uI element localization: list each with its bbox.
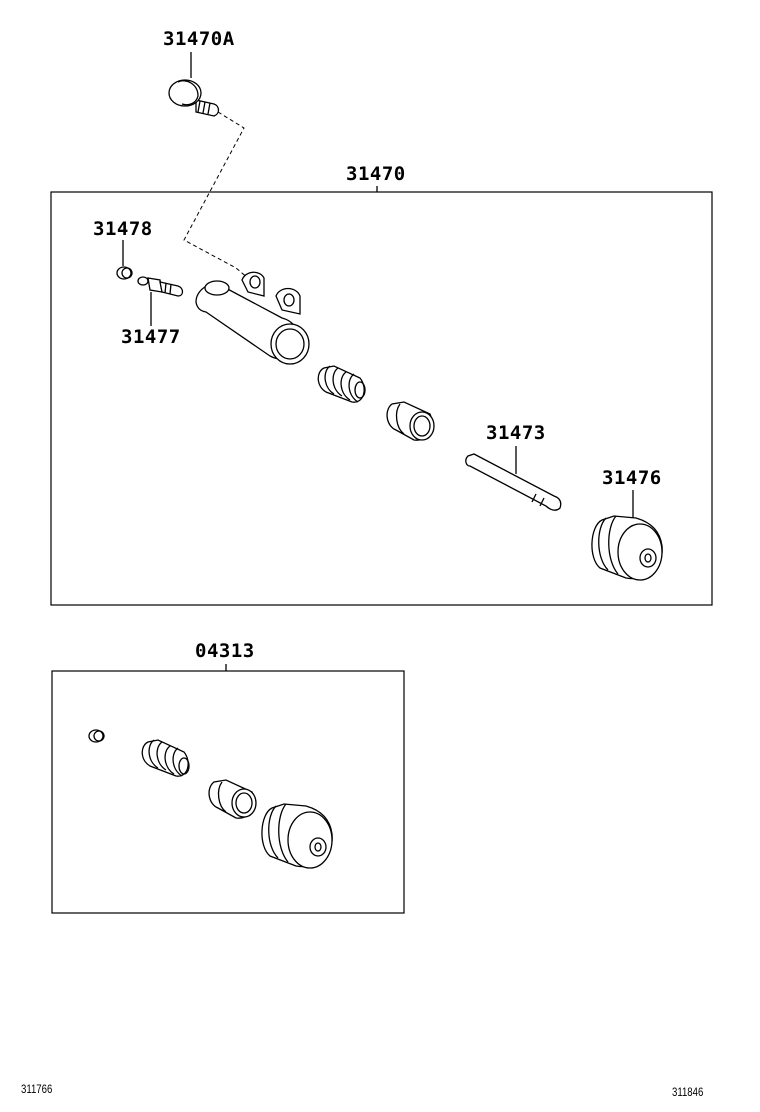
- kit-boot-icon: [261, 803, 333, 869]
- bleeder-cap-icon: [116, 240, 133, 280]
- footer-left-code: 311766: [21, 1082, 53, 1096]
- bolt-dashed-guide: [183, 111, 256, 285]
- repair-kit-box: [51, 670, 405, 914]
- label-bleeder-plug: 31477: [121, 326, 181, 348]
- spring-icon: [317, 365, 366, 403]
- label-bleeder-cap: 31478: [93, 218, 153, 240]
- boot-icon: [591, 490, 663, 581]
- push-rod-icon: [465, 446, 562, 511]
- cylinder-assy-box: [50, 191, 713, 606]
- label-cylinder-assy: 31470: [346, 163, 406, 185]
- kit-piston-cup-icon: [208, 779, 257, 819]
- label-bolt: 31470A: [163, 28, 235, 50]
- bleeder-plug-icon: [137, 276, 184, 326]
- label-boot: 31476: [602, 467, 662, 489]
- footer-right-code: 311846: [672, 1085, 704, 1099]
- label-push-rod: 31473: [486, 422, 546, 444]
- kit-bleeder-cap-icon: [88, 729, 105, 743]
- kit-spring-icon: [141, 739, 190, 777]
- label-repair-kit: 04313: [195, 640, 255, 662]
- piston-cup-icon: [386, 401, 435, 441]
- release-cylinder-body-icon: [195, 271, 310, 365]
- bolt-icon: [168, 52, 220, 117]
